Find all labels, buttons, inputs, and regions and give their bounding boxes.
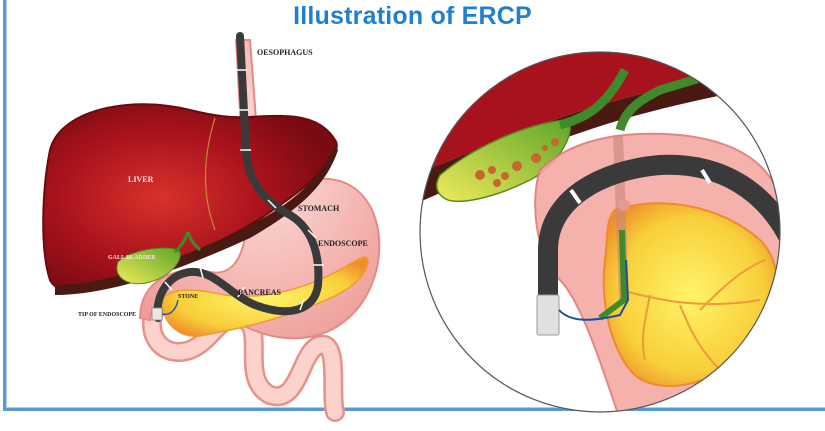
endoscope-tip-icon	[151, 307, 163, 321]
label-pancreas: PANCREAS	[238, 288, 282, 297]
diagram-title: Illustration of ERCP	[293, 2, 532, 30]
diagram-frame	[3, 0, 825, 411]
magnifier-circle	[419, 51, 781, 413]
label-stone: STONE	[178, 294, 198, 300]
label-oesophagus: OESOPHAGUS	[257, 48, 313, 57]
intestine	[141, 290, 345, 422]
label-endoscope: ENDOSCOPE	[318, 239, 368, 248]
label-tip-of-endoscope: TIP OF ENDOSCOPE	[78, 312, 136, 318]
endoscope[interactable]	[151, 32, 324, 322]
label-stomach: STOMACH	[298, 204, 340, 213]
magnified-view	[420, 52, 780, 412]
endoscope-tip-icon	[536, 294, 560, 336]
label-gall-bladder: GALL BLADDER	[108, 255, 156, 261]
label-liver: LIVER	[128, 175, 154, 184]
pancreas	[159, 256, 369, 337]
liver	[42, 103, 338, 295]
gall-bladder	[116, 231, 202, 285]
